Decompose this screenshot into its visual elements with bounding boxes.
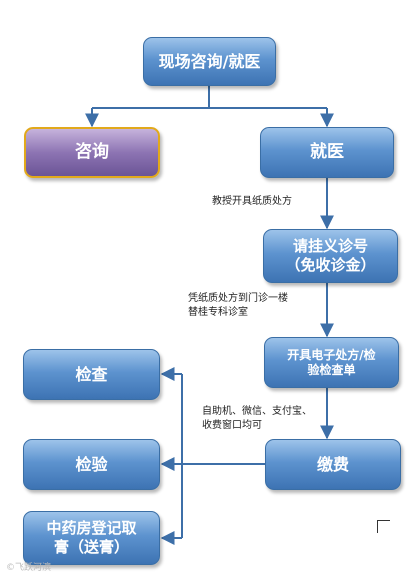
note-paper-prescription: 教授开具纸质处方 [212,195,292,209]
node-consult: 咨询 [24,127,160,178]
node-payment-label: 缴费 [316,454,349,474]
node-consult-label: 咨询 [75,141,109,162]
node-prescribe-line2: 验检查单 [307,362,356,377]
note-paper-prescription-text: 教授开具纸质处方 [212,196,292,207]
node-herbal-line2: 膏（送膏） [53,538,129,556]
node-register-line2: （免收诊金） [285,256,376,274]
node-lab-test-label: 检验 [75,454,108,474]
note-payment-methods: 自助机、微信、支付宝、 收费窗口均可 [202,405,312,433]
node-payment: 缴费 [265,439,401,490]
node-prescribe-line1: 开具电子处方/检 [287,347,376,362]
node-onsite-consult-visit: 现场咨询/就医 [143,37,276,86]
node-prescribe: 开具电子处方/检 验检查单 [264,337,399,388]
node-register: 请挂义诊号 （免收诊金） [263,229,398,283]
note-clinic-directions: 凭纸质处方到门诊一楼 替桂专科诊室 [188,292,288,320]
node-herbal-line1: 中药房登记取 [46,519,137,538]
node-register-line1: 请挂义诊号 [292,237,368,256]
note-clinic-line2: 替桂专科诊室 [188,307,248,318]
note-clinic-line1: 凭纸质处方到门诊一楼 [188,293,288,304]
node-exam: 检查 [23,349,160,400]
node-onsite-label: 现场咨询/就医 [158,51,261,71]
corner-mark [377,520,390,533]
note-payment-line1: 自助机、微信、支付宝、 [202,406,312,417]
node-exam-label: 检查 [75,364,108,384]
note-payment-line2: 收费窗口均可 [202,420,262,431]
node-lab-test: 检验 [23,439,160,490]
node-visit-label: 就医 [310,141,344,162]
node-visit: 就医 [260,127,394,178]
node-herbal-pharmacy: 中药房登记取 膏（送膏） [23,511,160,565]
watermark: ©飞跃河滨 [6,563,52,573]
